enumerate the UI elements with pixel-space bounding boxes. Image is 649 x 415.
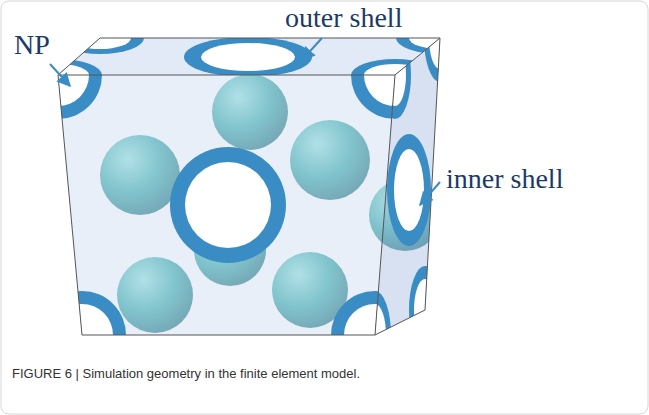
figure-caption: FIGURE 6 | Simulation geometry in the fi… <box>12 366 632 383</box>
top-cuts <box>14 22 484 91</box>
np-label: NP <box>14 30 50 61</box>
inner-shell-label: inner shell <box>446 164 563 195</box>
front-face <box>58 75 395 335</box>
right-cuts <box>359 0 456 379</box>
front-cuts <box>14 31 439 379</box>
leader-arrows <box>50 38 440 205</box>
cube-edges <box>58 38 440 335</box>
outer-shell-label: outer shell <box>285 3 402 34</box>
